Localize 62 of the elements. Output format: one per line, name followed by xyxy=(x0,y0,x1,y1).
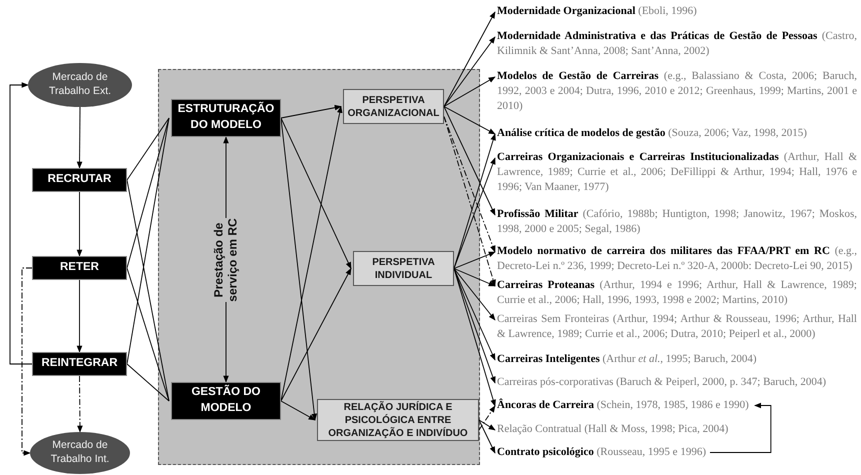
panel-background xyxy=(158,69,480,465)
connector-line xyxy=(126,118,170,364)
arrow xyxy=(76,192,82,257)
arrow xyxy=(454,268,496,407)
reference-text: Contrato psicológico (Rousseau, 1995 e 1996) xyxy=(497,445,706,460)
reference-text: Modernidade Administrativa e das Práticas de Gestão de Pessoas (Castro, Kilimnik & Sant’Anna, 2008; Sant’Anna, 2002) xyxy=(497,29,857,59)
arrow xyxy=(710,402,772,453)
arrow xyxy=(478,420,496,454)
arrow xyxy=(444,116,496,287)
arrow xyxy=(454,268,496,384)
reference-text: Modelos de Gestão de Carreiras (e.g., Balassiano & Costa, 2006; Baruch, 1992, 2003 e 2004; Dutra, 1996, 2010 e 2012; Greenhaus, 1999; Martins, 2001 e 2010) xyxy=(497,69,857,114)
reference-text: Carreiras pós-corporativas (Baruch & Peiperl, 2000, p. 347; Baruch, 2004) xyxy=(497,375,826,390)
reference-text: Modelo normativo de carreira dos militares das FFAA/PRT em RC (e.g., Decreto-Lei n.º 236, 1999; Decreto-Lei n.º 320-A, 2000b: Decreto-Lei 90, 2015) xyxy=(497,244,857,274)
process-box: REINTEGRAR xyxy=(32,352,127,376)
arrow xyxy=(444,11,496,107)
arrow xyxy=(280,118,352,270)
arrow xyxy=(454,268,496,321)
arrow xyxy=(454,252,496,269)
arrow xyxy=(444,106,496,216)
arrow xyxy=(454,157,496,269)
labor-market-ellipse: Mercado de Trabalho Ext. xyxy=(28,63,132,107)
connector-line xyxy=(126,364,170,402)
arrow xyxy=(444,36,496,107)
arrow xyxy=(22,268,32,456)
arrow xyxy=(454,268,496,286)
arrow xyxy=(444,76,496,107)
process-box: ESTRUTURAÇÃO DO MODELO xyxy=(171,99,281,137)
arrow xyxy=(76,106,82,169)
labor-market-ellipse: Mercado de Trabalho Int. xyxy=(30,432,130,474)
arrow xyxy=(280,118,318,421)
connector-line xyxy=(126,180,170,402)
process-box: RECRUTAR xyxy=(32,168,127,192)
perspective-box: RELAÇÃO JURÍDICA E PSICOLÓGICA ENTRE ORGANIZAÇÃO E INDIVÍDUO xyxy=(317,399,479,441)
arrow xyxy=(76,280,82,353)
reference-text: Carreiras Inteligentes (Arthur et al., 1995; Baruch, 2004) xyxy=(497,352,756,367)
process-box: GESTÃO DO MODELO xyxy=(171,382,281,420)
arrow xyxy=(280,268,352,402)
process-box: RETER xyxy=(32,256,127,280)
arrow xyxy=(454,268,496,361)
arrow xyxy=(444,106,496,134)
perspective-box: PERSPETIVA INDIVIDUAL xyxy=(353,251,454,286)
arrow xyxy=(10,82,32,364)
arrow xyxy=(478,405,496,430)
connector-line xyxy=(126,118,170,268)
arrow xyxy=(454,133,496,269)
reference-text: Modernidade Organizacional (Eboli, 1996) xyxy=(497,4,697,19)
connector-line xyxy=(126,118,170,180)
reference-text: Carreiras Organizacionais e Carreiras Institucionalizadas (Arthur, Hall & Lawrence, 1989; Currie et al., 2006; DeFillippi & Arthur, 1994; Hall, 1976 e 1996; Van Maaner, 1977) xyxy=(497,150,857,195)
arrow xyxy=(478,420,496,430)
arrow xyxy=(280,106,342,402)
arrow xyxy=(280,400,316,420)
arrow xyxy=(444,116,496,253)
connector-line xyxy=(126,268,170,402)
arrow xyxy=(77,376,83,433)
reference-text: Profissão Militar (Cafório, 1988b; Huntigton, 1998; Janowitz, 1967; Moskos, 1998, 2000 e 2005; Segal, 1986) xyxy=(497,207,857,237)
reference-text: Âncoras de Carreira (Schein, 1978, 1985, 1986 e 1990) xyxy=(497,398,749,413)
arrow xyxy=(280,104,342,118)
reference-text: Análise crítica de modelos de gestão (Souza, 2006; Vaz, 1998, 2015) xyxy=(497,126,807,141)
reference-text: Carreiras Proteanas (Arthur, 1994 e 1996; Arthur, Hall & Lawrence, 1989; Currie et al., 2006; Hall, 1996, 1993, 1998 e 2002; Martins, 2010) xyxy=(497,278,857,308)
perspective-box: PERSPETIVA ORGANIZACIONAL xyxy=(343,89,444,124)
reference-text: Relação Contratual (Hall & Moss, 1998; Pica, 2004) xyxy=(497,422,728,437)
reference-text: Carreiras Sem Fronteiras (Arthur, 1994; Arthur & Rousseau, 1996; Arthur, Hall & Lawrence, 1989; Currie et al., 2006; Dutra, 2010; Peiperl et al., 2000) xyxy=(497,312,857,342)
